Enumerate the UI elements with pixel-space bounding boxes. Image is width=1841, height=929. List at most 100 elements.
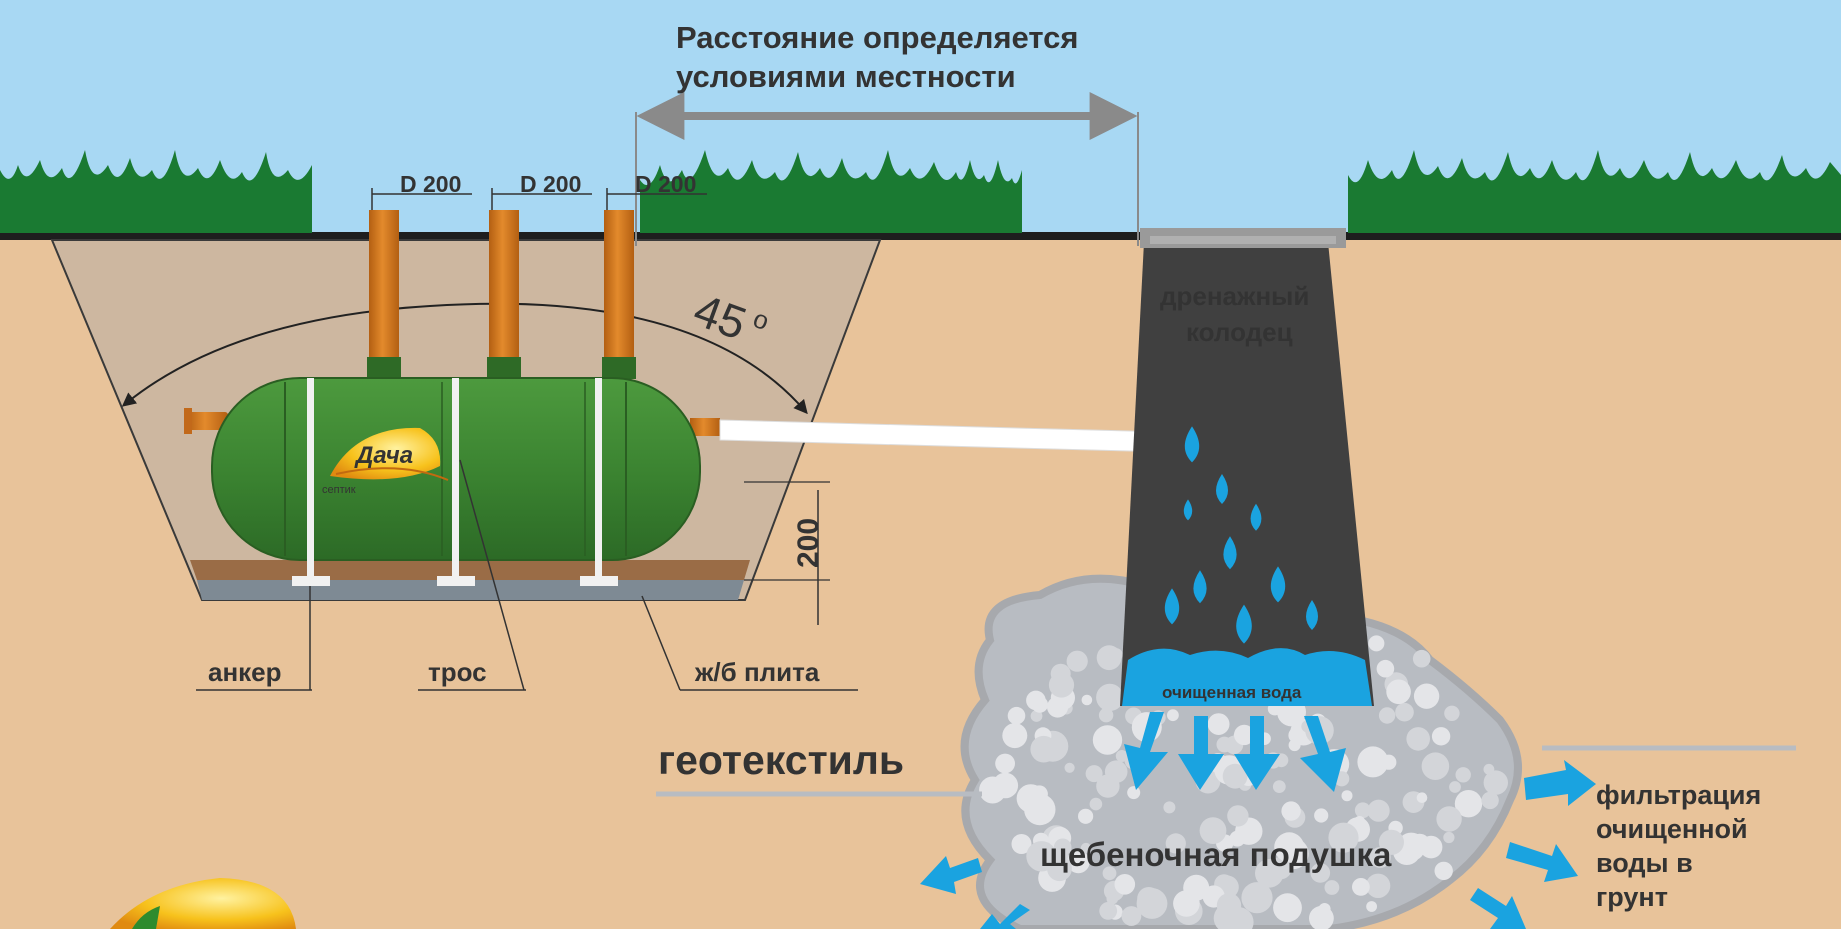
gravel-stone [1024,793,1056,826]
gravel-stone [1183,874,1210,901]
flow-arrow-icon [1506,842,1578,882]
gravel-stone [1354,802,1371,819]
anchor-3 [580,576,618,586]
pipe-d3-label: D 200 [635,171,696,197]
pipe-2-collar [487,357,521,379]
gravel-stone [1328,822,1359,853]
gravel-stone [1352,878,1370,896]
distance-note-line2: условиями местности [676,59,1016,94]
water-pool [1122,648,1372,706]
gravel-stone [1281,801,1301,821]
gravel-stone [1207,713,1230,735]
flow-arrow-icon [1178,716,1224,790]
tank-logo: Дача септик [322,427,449,496]
strap-1 [307,378,314,578]
leaf-logo-icon [330,427,441,480]
gravel-stone [1272,780,1286,793]
gravel-stones [979,635,1509,929]
gravel-stone [1434,861,1453,881]
gravel-stone [1443,831,1455,844]
gravel-stone [1324,880,1340,895]
gravel-stone [1341,790,1353,802]
gravel-stone [1121,906,1142,926]
gravel-bed-label: щебеночная подушка [1040,836,1392,873]
gravel-stone [1413,683,1440,709]
gravel-stone [1136,888,1168,919]
pipe-3 [604,210,634,365]
gravel-stone [1229,830,1246,847]
gravel-stone [1096,683,1124,712]
gravel-stone [1064,762,1075,773]
gravel-stone [1106,892,1119,905]
flow-arrow-icon [1234,716,1280,790]
gravel-stone [1102,866,1117,881]
inlet-flange [184,408,192,434]
gravel-stone [1223,878,1236,891]
anchor-label: анкер [208,657,282,687]
gravel-stone [1030,710,1043,722]
water-drop-icon [1216,474,1228,504]
gravel-stone [1165,833,1186,854]
gravel-stone [1376,659,1395,678]
gravel-stone [1406,727,1430,751]
gravel-stone [1449,781,1461,793]
flow-arrow-icon [1470,888,1526,929]
slab-label: ж/б плита [694,657,820,687]
gravel-stone [1416,792,1428,803]
gravel-stone [1096,774,1120,798]
gravel-stone [1092,725,1123,755]
gravel-stone [1081,694,1093,706]
water-drop-icon [1270,566,1286,603]
strap-2 [452,378,459,578]
gravel-stone [1048,672,1075,698]
gravel-stone [1386,679,1411,705]
gravel-stone [1216,893,1242,918]
gravel-stone [1419,835,1443,859]
gravel-stone [1078,808,1094,824]
gravel-stone [1353,816,1366,828]
gravel-stone [1031,696,1049,713]
logo-brand: Дача [354,442,413,469]
grass-mid [640,150,1022,233]
gravel-stone [1318,903,1331,915]
pipe-d1-label: D 200 [400,171,461,197]
gravel-stone [1109,648,1123,662]
gravel-stone [1007,706,1026,725]
gravel-stone [1026,841,1057,872]
gravel-stone [1402,845,1417,860]
pipe-2 [489,210,519,365]
flow-arrow-icon [980,904,1030,929]
anchor-1 [292,576,330,586]
gravel-stone [1366,901,1377,912]
gravel-stone [1053,838,1072,857]
well-label-line2: колодец [1186,317,1293,347]
gravel-stone [1127,786,1141,800]
gravel-stone [1444,705,1460,721]
logo-sub: септик [322,484,356,496]
water-drop-icon [1193,570,1207,604]
gravel-stone [1483,763,1495,775]
gravel-stone [1288,739,1301,752]
gravel-stone [1483,770,1509,795]
outlet-stub [690,418,720,436]
gravel-stone [1066,650,1088,672]
gravel-stone [1067,850,1090,874]
well-cover-top [1150,236,1336,244]
gravel-stone [1222,763,1248,789]
gravel-stone [1199,817,1227,844]
water-drop-icon [1164,588,1180,625]
filtration-line2: очищенной [1596,814,1748,844]
water-drop-icon [1236,604,1252,644]
angle-arc [121,302,808,415]
gravel-stone [1089,797,1103,811]
gravel-stone [1395,702,1414,722]
gravel-stone [1167,709,1179,722]
gravel-stone [1002,723,1028,749]
clean-water-label: очищенная вода [1162,683,1302,702]
rope-label: трос [428,657,487,687]
anchor-2 [437,576,475,586]
gravel-stone [1367,799,1390,822]
rope-leader [459,459,525,691]
water-drop-icon [1183,499,1193,521]
